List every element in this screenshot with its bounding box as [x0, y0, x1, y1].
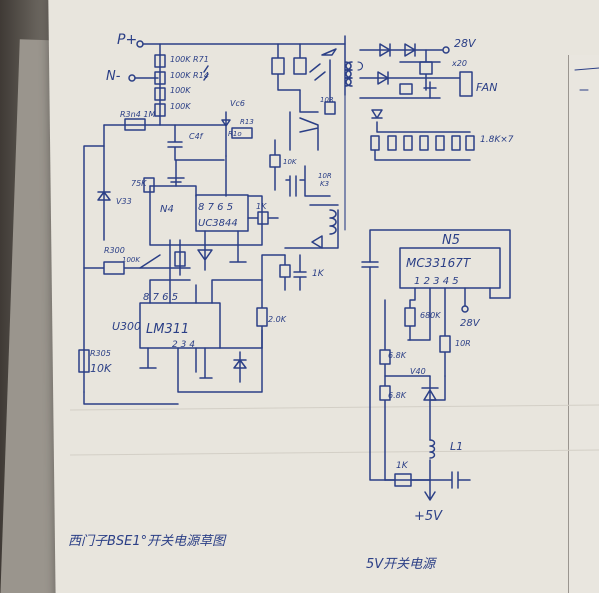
r10r-label: 10R — [455, 339, 471, 348]
v40-label: V40 — [410, 367, 426, 376]
uc3844-label: UC3844 — [198, 218, 238, 229]
lm311-chip — [139, 302, 221, 349]
mc33167-label: MC33167T — [406, 256, 472, 270]
u300-label: U300 — [112, 320, 141, 333]
r6-8k-b-label: 6.8K — [388, 391, 407, 400]
output-section: 10R R13 28V FAN x20 — [240, 35, 514, 291]
lm311-label: LM311 — [146, 322, 189, 337]
adjacent-page-mark — [574, 67, 599, 91]
chain-r-3: 100K — [170, 86, 191, 95]
r75k-label: 75K — [131, 179, 147, 188]
uc3844-pins: 8 7 6 5 — [198, 202, 233, 213]
main-caption: 西门子BSE1°开关电源草图 — [68, 534, 227, 549]
r300-section: R300 100K — [83, 246, 191, 275]
chain-r-1: 100K R71 — [170, 55, 209, 64]
lm311-section: 8 7 6 5 LM311 U300 2 3 4 R305 10K 2.0K — [78, 239, 287, 405]
uc3844-section: 8 7 6 5 UC3844 N4 75K C4f Vc6 R1o V33 1K — [97, 99, 279, 276]
n4-label: N4 — [160, 204, 174, 215]
n-minus-label: N- — [106, 69, 121, 84]
adjacent-page — [568, 55, 599, 593]
r1o-label: R1o — [228, 130, 242, 138]
r10r-top-label: 10R — [320, 96, 334, 104]
notebook-lines — [69, 404, 599, 456]
l1-label: L1 — [450, 440, 463, 453]
fan-label: FAN — [476, 81, 497, 94]
chain-r-2: 100K R14 — [170, 71, 209, 80]
right-caption: 5V开关电源 — [366, 557, 437, 572]
v33-label: V33 — [116, 197, 132, 206]
input-section: P+ N- 100K R71 100K R14 100K 100K R3n4 1… — [83, 32, 346, 351]
cap-p1k-label: 1K — [312, 269, 325, 279]
chain-r-4: 100K — [170, 102, 191, 111]
mc33167-chip — [399, 247, 501, 289]
r2-0k-label: 2.0K — [268, 315, 287, 324]
vc6-label: Vc6 — [230, 99, 245, 108]
lm311-bot-pins: 2 3 4 — [172, 340, 195, 350]
svg-text:K3: K3 — [320, 180, 329, 188]
mc33167-pins: 1 2 3 4 5 — [414, 276, 459, 287]
svg-text:100K: 100K — [122, 256, 141, 264]
output-28v-label: 28V — [454, 37, 477, 50]
uc3844-chip — [195, 194, 249, 232]
r300-label: R300 — [104, 246, 125, 255]
r10k-a-label: 10K — [283, 158, 298, 166]
r1k-right-label: 1K — [396, 461, 409, 471]
led-r-label: 1.8K×7 — [480, 135, 514, 145]
mc33167-section: N5 MC33167T 1 2 3 4 5 680K 10R 28V 6.8K … — [361, 229, 511, 524]
c4f-label: C4f — [189, 132, 204, 141]
p-plus-label: P+ — [117, 32, 137, 48]
svg-text:10K: 10K — [90, 362, 112, 375]
n5-label: N5 — [442, 233, 460, 248]
r10r-k3-label: 10R — [318, 172, 332, 180]
rth-label: R13 — [240, 118, 254, 126]
r6-8k-a-label: 6.8K — [388, 351, 407, 360]
out-5v-label: +5V — [414, 509, 443, 524]
lm311-top-pins: 8 7 6 5 — [143, 292, 178, 303]
x20-label: x20 — [451, 59, 467, 68]
r1k-label: 1K — [256, 202, 267, 211]
r305-label: R305 — [90, 349, 111, 358]
v28-label: 28V — [460, 318, 481, 329]
r1m-label: R3n4 1M — [120, 110, 155, 119]
